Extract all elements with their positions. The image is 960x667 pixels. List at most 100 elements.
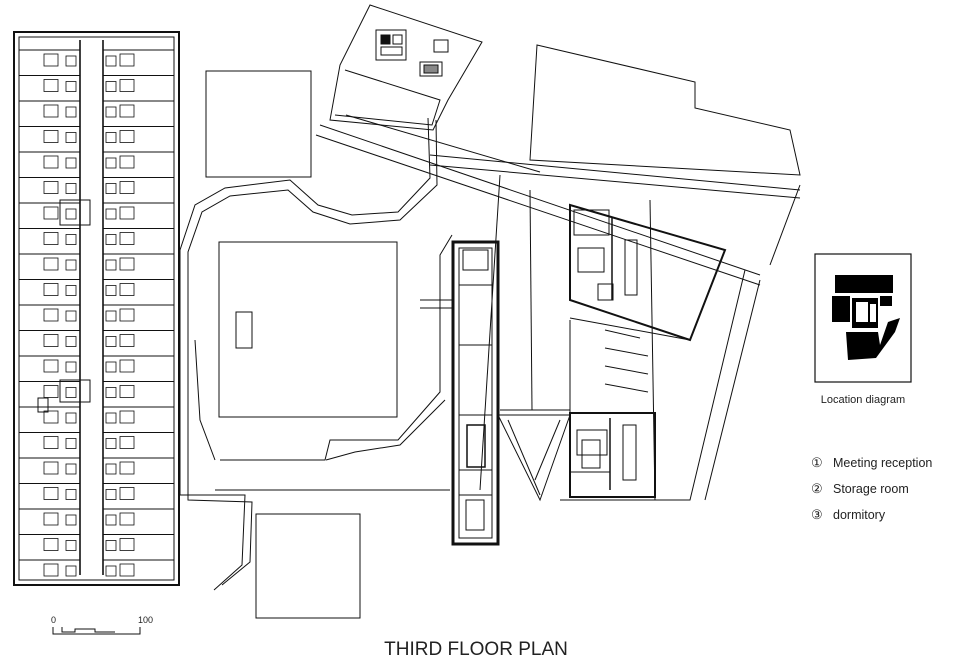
- bathroom-fixture: [43, 130, 59, 143]
- bathroom-fixture: [105, 565, 117, 577]
- legend-marker: ③: [811, 507, 823, 522]
- bathroom-fixture: [43, 53, 59, 67]
- legend-label-storage-room: Storage room: [833, 482, 909, 496]
- dormitory-block: [13, 31, 180, 586]
- bathroom-fixture: [105, 81, 117, 92]
- bathroom-fixture: [43, 538, 59, 551]
- legend-marker: ①: [811, 455, 823, 470]
- bathroom-fixture: [105, 106, 117, 118]
- scale-bar: 0 100: [51, 615, 153, 635]
- bathroom-fixture: [65, 336, 77, 347]
- bathroom-fixture: [105, 514, 117, 526]
- bathroom-fixture: [119, 334, 135, 347]
- bathroom-fixture: [65, 514, 77, 526]
- bathroom-fixture: [65, 463, 77, 475]
- bathroom-fixture: [119, 130, 135, 143]
- bathroom-fixture: [105, 234, 117, 245]
- bathroom-fixture: [43, 410, 59, 424]
- bathroom-fixture: [105, 285, 117, 296]
- bathroom-fixture: [119, 461, 135, 475]
- bathroom-fixture: [65, 183, 77, 194]
- bathroom-fixture: [119, 155, 135, 169]
- bathroom-fixture: [65, 234, 77, 245]
- bathroom-fixture: [119, 385, 135, 398]
- bathroom-fixture: [43, 181, 59, 194]
- scale-end-label: 100: [138, 615, 153, 625]
- bathroom-fixture: [65, 540, 77, 551]
- bathroom-fixture: [43, 232, 59, 245]
- bathroom-fixture: [105, 310, 117, 322]
- bathroom-fixture: [65, 565, 77, 577]
- bathroom-fixture: [65, 285, 77, 296]
- bathroom-fixture: [43, 436, 59, 449]
- top-building-fixtures: [375, 29, 449, 77]
- bathroom-fixture: [43, 308, 59, 322]
- bathroom-fixture: [119, 487, 135, 500]
- bathroom-fixture: [65, 412, 77, 424]
- bathroom-fixture: [105, 463, 117, 475]
- bathroom-fixture: [65, 132, 77, 143]
- bathroom-fixture: [105, 489, 117, 500]
- bathroom-fixture: [105, 412, 117, 424]
- central-building: [420, 240, 570, 546]
- bathroom-fixture: [43, 487, 59, 500]
- bathroom-fixture: [119, 232, 135, 245]
- bathroom-fixture: [65, 361, 77, 373]
- bathroom-fixture: [105, 438, 117, 449]
- bathroom-fixture: [105, 336, 117, 347]
- bathroom-fixture: [119, 53, 135, 67]
- bathroom-fixture: [65, 489, 77, 500]
- scale-start-label: 0: [51, 615, 56, 625]
- legend: ① Meeting reception ② Storage room ③ dor…: [811, 455, 932, 522]
- bathroom-fixture: [119, 308, 135, 322]
- bathroom-fixture: [119, 538, 135, 551]
- bathroom-fixture: [119, 206, 135, 220]
- bathroom-fixture: [119, 283, 135, 296]
- plan-title: THIRD FLOOR PLAN: [384, 639, 568, 660]
- bathroom-fixture: [105, 361, 117, 373]
- bathroom-fixture: [119, 257, 135, 271]
- bathroom-fixture: [119, 79, 135, 92]
- bathroom-fixture: [65, 208, 77, 220]
- bathroom-fixture: [65, 106, 77, 118]
- bathroom-fixture: [105, 259, 117, 271]
- legend-marker: ②: [811, 481, 823, 496]
- bathroom-fixture: [43, 512, 59, 526]
- bathroom-fixture: [65, 55, 77, 67]
- bathroom-fixture: [105, 208, 117, 220]
- bathroom-fixture: [43, 461, 59, 475]
- bathroom-fixture: [43, 206, 59, 220]
- bathroom-fixture: [119, 410, 135, 424]
- bathroom-fixture: [105, 157, 117, 169]
- right-wing-lower: [497, 412, 656, 502]
- bathroom-fixture: [65, 438, 77, 449]
- bathroom-fixture: [43, 359, 59, 373]
- bathroom-fixture: [105, 387, 117, 398]
- legend-label-meeting-reception: Meeting reception: [833, 456, 932, 470]
- bathroom-fixture: [65, 259, 77, 271]
- bathroom-fixture: [65, 310, 77, 322]
- bathroom-fixture: [43, 334, 59, 347]
- bathroom-fixture: [43, 104, 59, 118]
- bathroom-fixture: [43, 155, 59, 169]
- bathroom-fixture: [105, 55, 117, 67]
- bathroom-fixture: [43, 385, 59, 398]
- legend-label-dormitory: dormitory: [833, 508, 886, 522]
- bathroom-fixture: [43, 563, 59, 577]
- bathroom-fixture: [105, 183, 117, 194]
- bathroom-fixture: [43, 283, 59, 296]
- location-diagram-caption: Location diagram: [821, 394, 905, 406]
- bathroom-fixture: [119, 181, 135, 194]
- bathroom-fixture: [119, 512, 135, 526]
- location-diagram: Location diagram: [814, 253, 912, 406]
- bathroom-fixture: [65, 157, 77, 169]
- bathroom-fixture: [65, 387, 77, 398]
- bathroom-fixture: [43, 257, 59, 271]
- bathroom-fixture: [105, 132, 117, 143]
- bathroom-fixture: [119, 563, 135, 577]
- bathroom-fixture: [119, 359, 135, 373]
- bathroom-fixture: [105, 540, 117, 551]
- right-wing-upper: [569, 203, 727, 415]
- bathroom-fixture: [119, 436, 135, 449]
